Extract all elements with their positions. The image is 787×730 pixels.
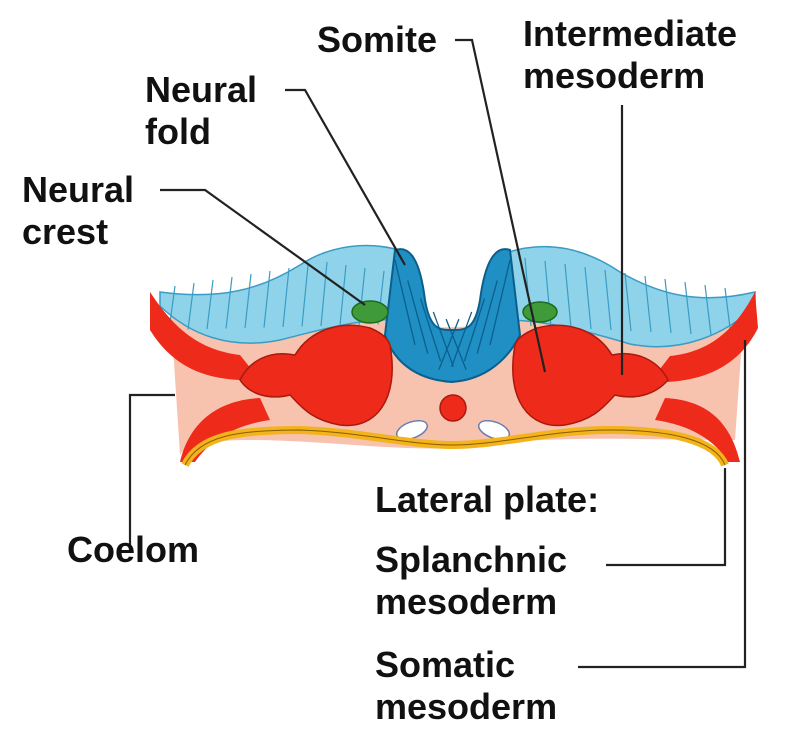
label-coelom: Coelom (67, 530, 199, 570)
label-intermediate-line2: mesoderm (523, 56, 705, 96)
leader-splanchnic (606, 468, 725, 565)
label-splanchnic-line2: mesoderm (375, 582, 557, 622)
label-somatic-line2: mesoderm (375, 687, 557, 727)
label-neural-fold-line2: fold (145, 112, 211, 152)
leader-neural-fold (285, 90, 405, 265)
neural-tube (385, 249, 520, 382)
label-somatic-line1: Somatic (375, 645, 515, 685)
label-lateral-plate: Lateral plate: (375, 480, 599, 520)
label-splanchnic-line1: Splanchnic (375, 540, 567, 580)
notochord (440, 395, 466, 421)
label-neural-fold-line1: Neural (145, 70, 257, 110)
neural-crest-left (352, 301, 388, 323)
leader-coelom (130, 395, 175, 545)
label-intermediate-line1: Intermediate (523, 14, 737, 54)
neural-crest-right (523, 302, 557, 322)
label-neural-crest-line2: crest (22, 212, 108, 252)
label-neural-crest-line1: Neural (22, 170, 134, 210)
label-somite: Somite (317, 20, 437, 60)
